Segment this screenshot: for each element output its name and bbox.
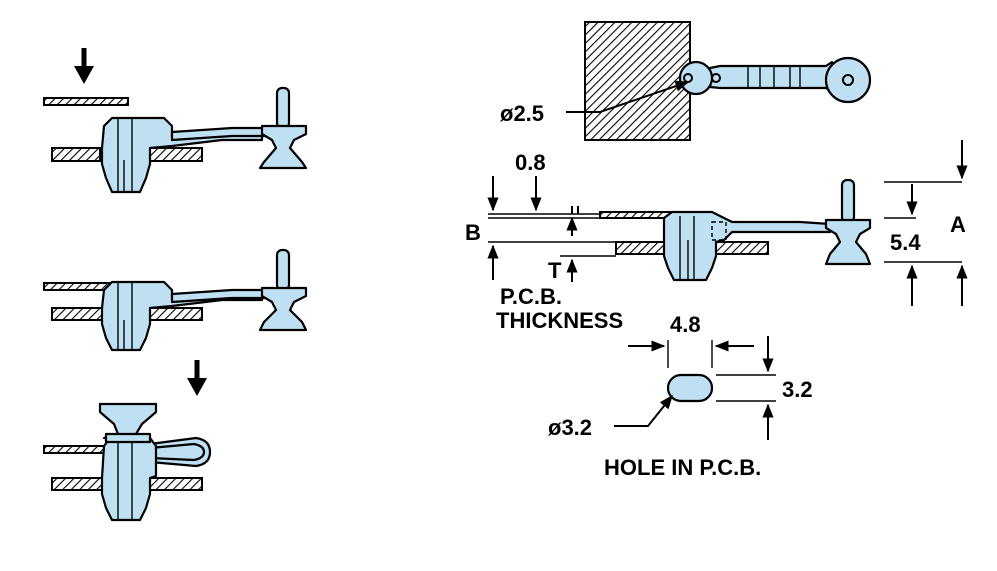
dim-t-label: T [548,258,562,283]
dim-4-8-label: 4.8 [670,312,701,337]
upper-panel [43,445,105,454]
pcb-left [51,147,101,162]
pcb-right [145,147,203,162]
pcb-thickness-label-1: P.C.B. [500,284,562,309]
pcb-right [145,477,203,491]
diameter-3-2-label: ø3.2 [548,415,592,440]
dim-b-label: B [465,220,481,245]
hole-detail: 4.8 3.2 ø3.2 HOLE IN P.C.B. [548,312,813,480]
pcb-hole [666,373,714,403]
pcb-left [615,241,669,255]
dim-a-label: A [950,212,966,237]
pcb-right [145,307,203,321]
retaining-pin [258,86,308,170]
assembly-step-2 [43,248,308,352]
clip-body [100,436,158,522]
assembly-step-1 [43,48,308,194]
pcb-right [715,241,769,255]
dim-5-4-label: 5.4 [890,230,921,255]
side-view: 0.8 B T P.C.B. THICKNESS 5.4 A [465,140,968,333]
hole-in-pcb-label: HOLE IN P.C.B. [604,455,761,480]
pcb-thickness-label-2: THICKNESS [496,308,623,333]
diameter-2-5-label: ø2.5 [500,101,544,126]
down-arrow-icon [187,360,207,396]
assembly-step-3 [43,360,212,522]
retaining-pin [258,248,308,332]
down-arrow-icon [74,48,94,84]
upper-panel [43,97,129,106]
pcb-left [51,307,103,321]
clip-body [662,210,832,282]
top-view: ø2.5 [500,21,872,141]
pcb-left [51,477,103,491]
dim-3-2-label: 3.2 [782,377,813,402]
dim-0-8-label: 0.8 [515,150,546,175]
panel-section [584,21,691,141]
